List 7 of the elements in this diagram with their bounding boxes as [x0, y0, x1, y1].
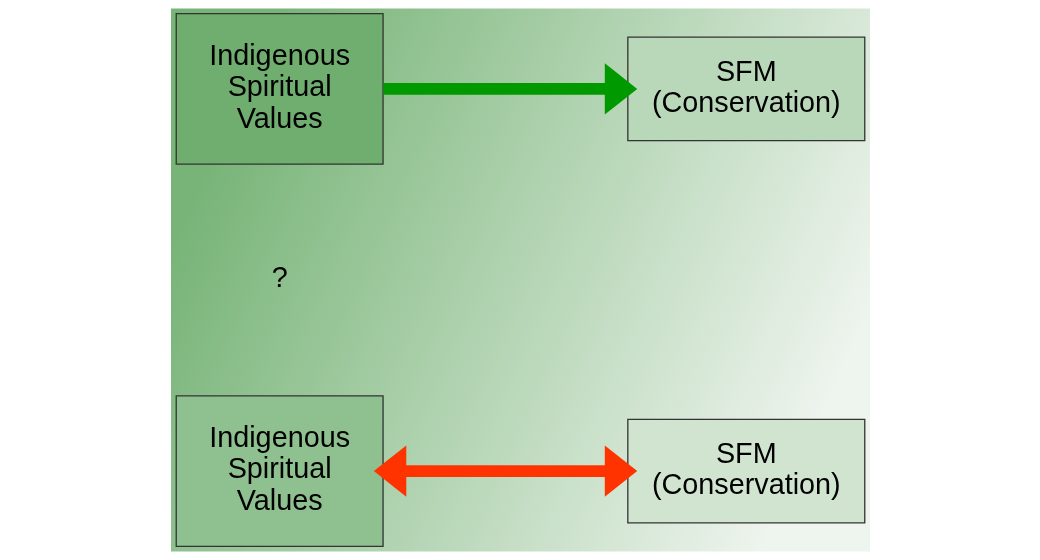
node-box: SFM (Conservation)	[626, 36, 865, 142]
arrow	[382, 63, 637, 115]
arrow	[373, 445, 637, 497]
node-box: Indigenous Spiritual Values	[175, 12, 384, 165]
label: ?	[271, 261, 288, 294]
node-box: Indigenous Spiritual Values	[175, 395, 384, 548]
node-box: SFM (Conservation)	[626, 418, 865, 524]
